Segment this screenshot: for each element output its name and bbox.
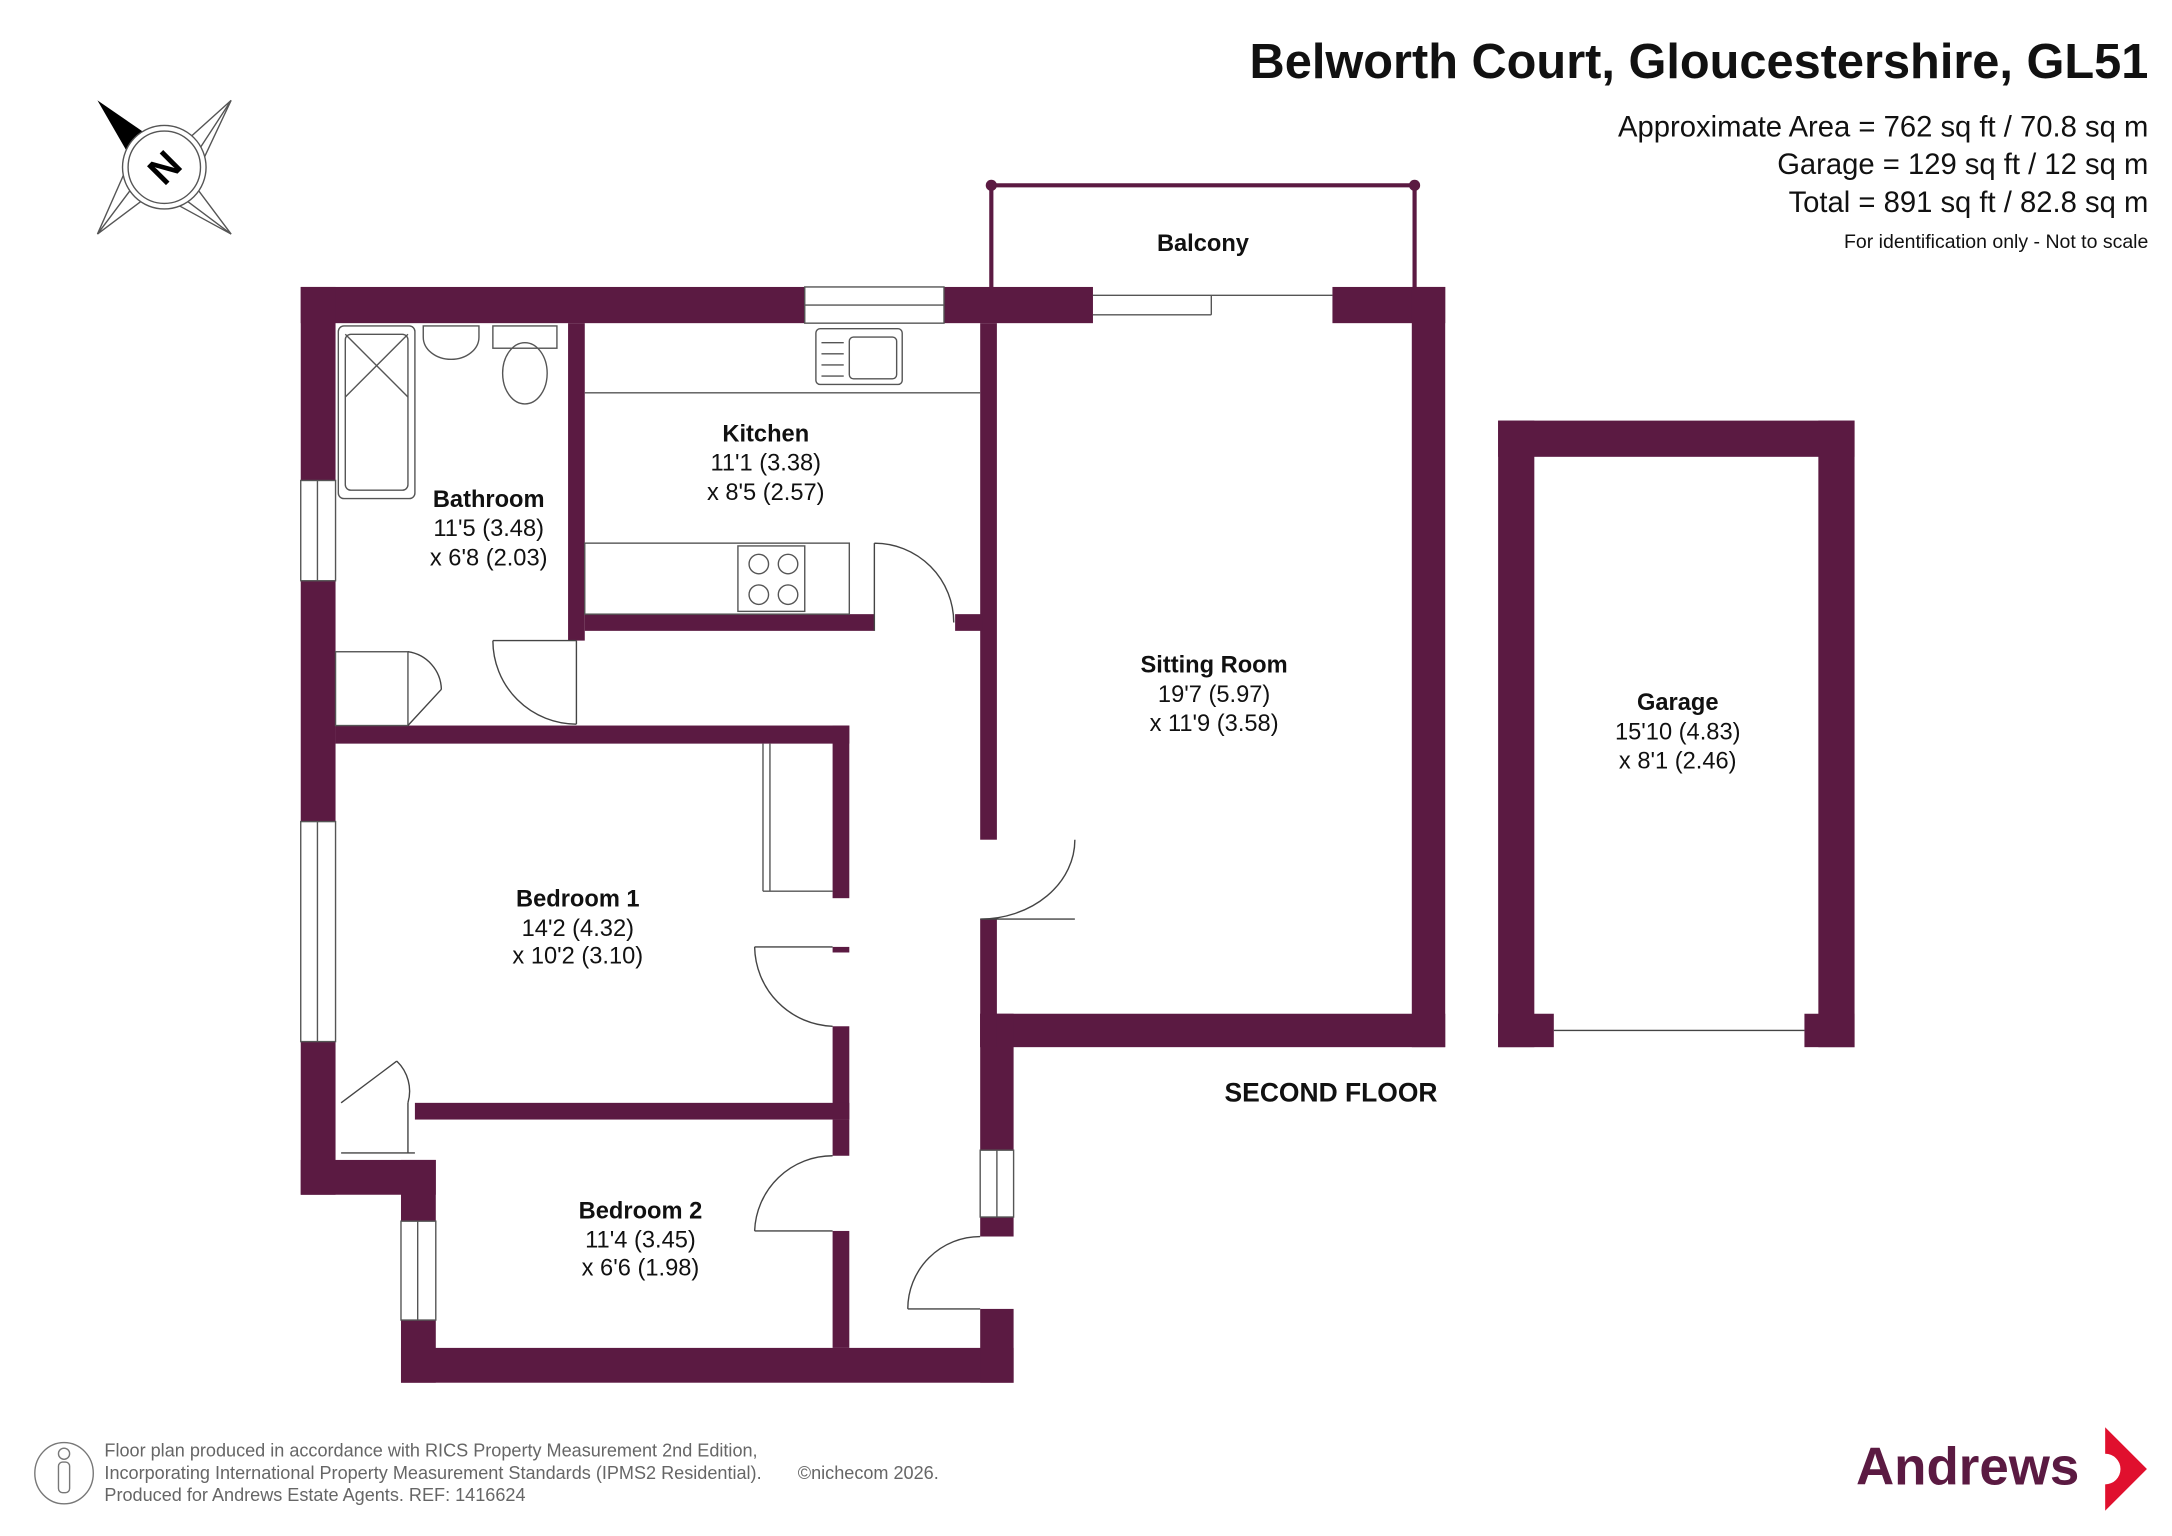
room-sitting-dim2: x 11'9 (3.58) bbox=[1150, 711, 1279, 737]
fixtures bbox=[334, 325, 981, 892]
room-bedroom1-dim2: x 10'2 (3.10) bbox=[512, 944, 643, 970]
room-garage-dim1: 15'10 (4.83) bbox=[1615, 719, 1741, 745]
andrews-logo: Andrews bbox=[1856, 1427, 2147, 1511]
room-bedroom1-dim1: 14'2 (4.32) bbox=[522, 916, 634, 942]
doors bbox=[340, 542, 1805, 1310]
approx-area: Approximate Area = 762 sq ft / 70.8 sq m bbox=[1618, 112, 2148, 144]
total-area: Total = 891 sq ft / 82.8 sq m bbox=[1789, 187, 2149, 219]
room-sitting-name: Sitting Room bbox=[1141, 653, 1288, 679]
room-bedroom2-dim1: 11'4 (3.45) bbox=[585, 1228, 696, 1254]
person-icon bbox=[34, 1441, 94, 1505]
balcony-rail bbox=[985, 179, 1421, 287]
room-sitting-dim1: 19'7 (5.97) bbox=[1158, 682, 1270, 708]
room-kitchen-dim2: x 8'5 (2.57) bbox=[707, 480, 825, 506]
room-balcony-name: Balcony bbox=[1157, 231, 1250, 257]
room-kitchen-dim1: 11'1 (3.38) bbox=[710, 451, 821, 477]
room-bedroom2-dim2: x 6'6 (1.98) bbox=[582, 1255, 700, 1281]
floor-label: SECOND FLOOR bbox=[1225, 1077, 1438, 1107]
room-kitchen-name: Kitchen bbox=[722, 422, 809, 448]
property-title: Belworth Court, Gloucestershire, GL51 bbox=[1250, 35, 2149, 89]
room-bathroom-dim2: x 6'8 (2.03) bbox=[430, 545, 548, 571]
room-garage-dim2: x 8'1 (2.46) bbox=[1619, 749, 1737, 775]
room-garage-name: Garage bbox=[1637, 690, 1719, 716]
room-bathroom-dim1: 11'5 (3.48) bbox=[433, 516, 544, 542]
windows bbox=[300, 286, 1333, 1321]
room-bedroom1-name: Bedroom 1 bbox=[516, 887, 640, 913]
footer-line1: Floor plan produced in accordance with R… bbox=[104, 1440, 757, 1460]
room-bedroom2-name: Bedroom 2 bbox=[579, 1198, 703, 1224]
logo-text: Andrews bbox=[1856, 1437, 2079, 1496]
walls bbox=[300, 286, 1855, 1383]
footer-copyright: ©nichecom 2026. bbox=[798, 1463, 939, 1483]
footer-line2: Incorporating International Property Mea… bbox=[104, 1463, 761, 1483]
room-bathroom-name: Bathroom bbox=[433, 487, 545, 513]
scale-note: For identification only - Not to scale bbox=[1844, 231, 2148, 253]
garage-area: Garage = 129 sq ft / 12 sq m bbox=[1777, 149, 2148, 181]
compass-icon: N bbox=[96, 99, 232, 235]
footer-line3: Produced for Andrews Estate Agents. REF:… bbox=[104, 1485, 525, 1505]
